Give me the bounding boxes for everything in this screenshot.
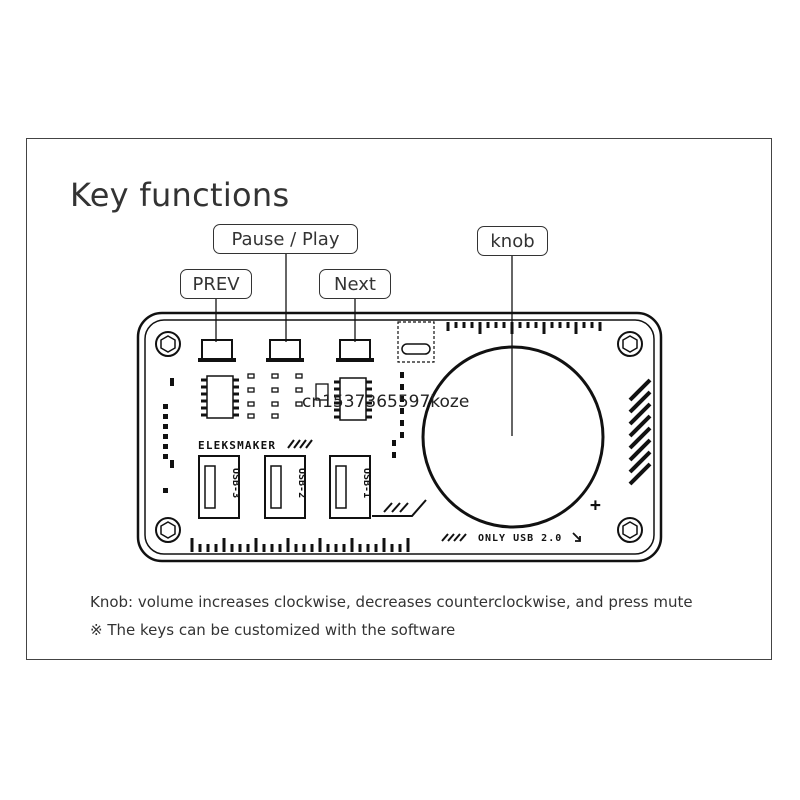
prev-key-switch <box>198 339 236 362</box>
knob-note: Knob: volume increases clockwise, decrea… <box>90 593 693 611</box>
board-inner-outline <box>144 319 655 555</box>
pcb-trace <box>372 499 427 517</box>
knob-callout: knob <box>477 226 548 256</box>
customize-note: ※ The keys can be customized with the so… <box>90 621 456 639</box>
page-title: Key functions <box>70 176 290 214</box>
right-hatch <box>628 378 652 486</box>
chip-left <box>201 375 239 419</box>
brand-hatch <box>287 439 313 449</box>
diagram-frame <box>26 138 772 660</box>
top-ruler-ticks <box>446 322 602 334</box>
next-key-switch <box>336 339 374 362</box>
brand-label: ELEKSMAKER <box>198 439 276 452</box>
pause-play-callout: Pause / Play <box>213 224 358 254</box>
trace-hatch <box>383 502 409 513</box>
mid-edge-marks <box>392 372 404 458</box>
chip-right <box>334 377 372 421</box>
screw-icon <box>155 517 181 543</box>
watermark-text: cn1537365597koze <box>302 392 470 412</box>
usb-port-2 <box>264 455 306 519</box>
board-outer-outline <box>136 311 663 563</box>
left-edge-marks <box>163 378 174 493</box>
usb-3-label: USB-3 <box>230 468 241 498</box>
usb-port-3 <box>198 455 240 519</box>
usb-2-label: USB-2 <box>296 468 307 498</box>
volume-knob <box>421 345 605 529</box>
only-usb-label: ONLY USB 2.0 <box>478 533 562 544</box>
screw-icon <box>617 331 643 357</box>
next-callout: Next <box>319 269 391 299</box>
usb-1-label: USB-1 <box>361 468 372 498</box>
prev-callout: PREV <box>180 269 252 299</box>
small-components <box>247 373 329 419</box>
only-usb-hatch <box>441 533 467 542</box>
plus-mark: + <box>590 495 601 516</box>
arrow-icon <box>572 532 581 542</box>
screw-icon <box>617 517 643 543</box>
screw-icon <box>155 331 181 357</box>
usb-port-1 <box>329 455 371 519</box>
bottom-ruler-ticks <box>190 538 410 552</box>
pause-play-key-switch <box>266 339 304 362</box>
usb-c-port <box>397 321 435 363</box>
